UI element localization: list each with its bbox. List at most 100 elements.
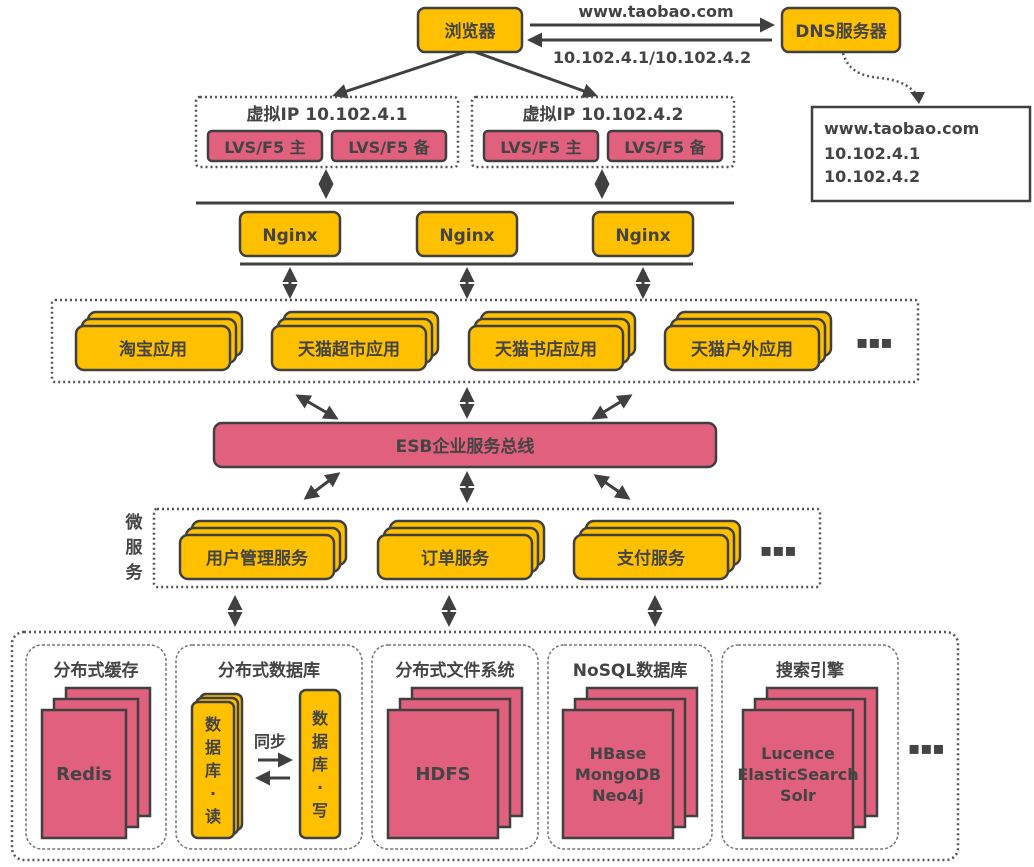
microservices-side-label: 微 服 务: [125, 512, 144, 583]
microservice-node: 订单服务: [376, 519, 546, 581]
database-write-label: ·: [317, 778, 323, 797]
stack-layer: [561, 708, 675, 840]
stack-layer: [663, 324, 821, 372]
browser-to-vip1-arrow: [332, 50, 466, 99]
applications-group: [50, 298, 920, 384]
nginx-label: Nginx: [439, 226, 494, 246]
microservice-label: 订单服务: [421, 548, 490, 569]
dns-server-label: DNS服务器: [795, 21, 888, 42]
application-node: 天猫超市应用: [270, 310, 440, 372]
nginx-node: Nginx: [591, 210, 695, 258]
storage-card-title: 分布式缓存: [54, 660, 139, 681]
browser-label: 浏览器: [445, 21, 497, 42]
stack-layer: [572, 533, 730, 581]
microservices-group: [152, 507, 822, 589]
stack-layer: [467, 324, 625, 372]
double-arrow-icon: [591, 394, 633, 420]
stack-layer: [178, 533, 336, 581]
esb-bus: ESB企业服务总线: [212, 421, 718, 469]
browser-to-vip2-arrow: [474, 50, 598, 99]
side-label-char: 务: [126, 562, 144, 583]
stack-layer: [386, 708, 500, 840]
application-label: 淘宝应用: [119, 339, 187, 360]
microservice-node: 用户管理服务: [178, 519, 348, 581]
storage-stack: HDFS: [386, 686, 524, 840]
dns-record-line: 10.102.4.2: [824, 167, 920, 186]
dns-record-box: www.taobao.com 10.102.4.1 10.102.4.2: [810, 105, 1032, 203]
storage-card-title: 分布式文件系统: [396, 660, 515, 681]
database-read-label: 据: [205, 738, 221, 757]
microservice-label: 用户管理服务: [206, 548, 309, 569]
stack-layer: [741, 708, 855, 840]
application-node: 淘宝应用: [74, 310, 244, 372]
nginx-node: Nginx: [415, 210, 519, 258]
storage-card-border: [175, 644, 363, 850]
nginx-node: Nginx: [238, 210, 342, 258]
database-read-node: 数据库·读: [190, 692, 244, 840]
storage-tech-label: ElasticSearch: [737, 765, 858, 784]
double-arrow-icon: [303, 472, 341, 500]
browser-node: 浏览器: [416, 6, 524, 54]
storage-tech-label: Neo4j: [592, 786, 644, 805]
storage-tech-label: Lucence: [761, 744, 835, 763]
stack-layer: [74, 324, 232, 372]
storage-card-title: 搜索引擎: [776, 660, 845, 681]
dns-request-label: www.taobao.com: [578, 2, 733, 21]
microservice-node: 支付服务: [572, 519, 742, 581]
double-arrow-icon: [295, 394, 339, 420]
application-label: 天猫超市应用: [298, 339, 400, 360]
esb-label: ESB企业服务总线: [396, 436, 535, 457]
database-write-label: 写: [312, 801, 328, 820]
lvs-master: [482, 129, 600, 163]
vip-group: 虚拟IP 10.102.4.1 LVS/F5 主 LVS/F5 备: [194, 95, 460, 169]
lvs-master: [206, 129, 324, 163]
storage-tech-label: MongoDB: [575, 765, 661, 784]
application-node: 天猫书店应用: [467, 310, 637, 372]
storage-card-title: 分布式数据库: [218, 660, 320, 681]
storage-card: 分布式缓存 Redis: [25, 644, 167, 850]
stack-layer: [376, 533, 534, 581]
storage-group: [10, 630, 960, 862]
storage-card-border: [721, 644, 899, 850]
ellipsis-more: ▪▪▪: [856, 332, 893, 353]
lvs-backup-label: LVS/F5 备: [348, 138, 430, 157]
storage-tech-label: Solr: [780, 786, 816, 805]
sync-label: 同步: [254, 732, 286, 751]
microservice-label: 支付服务: [617, 548, 686, 569]
database-write-node: 数据库·写: [298, 688, 342, 840]
dns-record-arrowhead: [910, 92, 925, 104]
dns-server-node: DNS服务器: [780, 6, 902, 54]
double-arrow-icon: [593, 474, 631, 500]
side-label-char: 服: [126, 538, 144, 558]
lvs-backup: [606, 129, 724, 163]
application-label: 天猫户外应用: [691, 339, 793, 360]
vip-group: 虚拟IP 10.102.4.2 LVS/F5 主 LVS/F5 备: [470, 95, 736, 169]
lvs-master-label: LVS/F5 主: [224, 138, 305, 157]
database-write-label: 据: [312, 732, 328, 751]
application-label: 天猫书店应用: [495, 339, 597, 360]
ellipsis-more: ▪▪▪: [908, 738, 945, 759]
storage-tech-label: HDFS: [415, 764, 470, 785]
dns-record-line: 10.102.4.1: [824, 144, 920, 163]
storage-card-border: [371, 644, 539, 850]
lvs-backup-label: LVS/F5 备: [624, 138, 706, 157]
vip-title: 虚拟IP 10.102.4.1: [247, 104, 408, 125]
storage-stack: Redis: [40, 686, 152, 840]
database-read-label: 读: [205, 807, 221, 826]
nginx-label: Nginx: [615, 226, 670, 246]
lvs-master-label: LVS/F5 主: [500, 138, 581, 157]
application-node: 天猫户外应用: [663, 310, 833, 372]
side-label-char: 微: [125, 512, 144, 533]
vip-title: 虚拟IP 10.102.4.2: [523, 104, 684, 125]
storage-card: 分布式文件系统 HDFS: [371, 644, 539, 850]
dns-record-arrow: [841, 52, 919, 97]
dns-record-line: www.taobao.com: [824, 119, 979, 138]
nginx-label: Nginx: [262, 226, 317, 246]
stack-layer: [190, 700, 236, 840]
